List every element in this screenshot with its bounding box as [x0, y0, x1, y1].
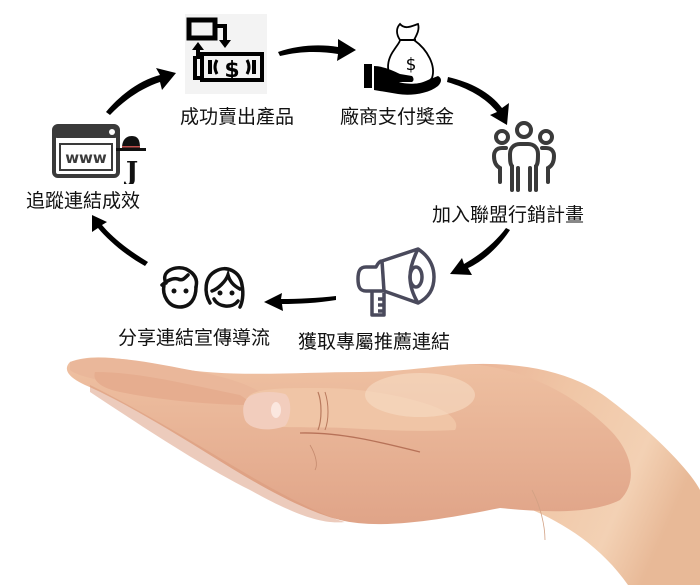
arrow-sell-to-pay [278, 39, 356, 61]
arrow-link-to-share [264, 293, 336, 311]
group-people-icon [491, 121, 557, 192]
money-exchange-icon: $ [185, 14, 267, 94]
svg-text:www: www [65, 149, 107, 167]
svg-text:$: $ [406, 55, 417, 75]
money-bag-hand-icon: $ [364, 22, 441, 95]
arrow-share-to-track [92, 215, 148, 266]
step-label-track-link-performance: 追蹤連結成效 [26, 190, 141, 212]
step-label-join-affiliate-program: 加入聯盟行銷計畫 [432, 204, 585, 226]
arrow-join-to-link [450, 228, 510, 275]
step-label-share-link-drive-traffic: 分享連結宣傳導流 [118, 327, 271, 349]
megaphone-icon [356, 247, 436, 317]
www-browser-icon: www J [52, 124, 146, 184]
step-label-sell-product: 成功賣出產品 [180, 106, 295, 128]
step-label-get-referral-link: 獲取專屬推薦連結 [298, 331, 451, 353]
arrow-pay-to-join [447, 77, 509, 125]
step-label-vendor-pays-bonus: 廠商支付獎金 [340, 106, 455, 128]
arrow-track-to-sell [106, 68, 176, 115]
svg-text:$: $ [224, 58, 239, 83]
svg-text:J: J [124, 157, 138, 184]
two-faces-icon [160, 266, 245, 309]
